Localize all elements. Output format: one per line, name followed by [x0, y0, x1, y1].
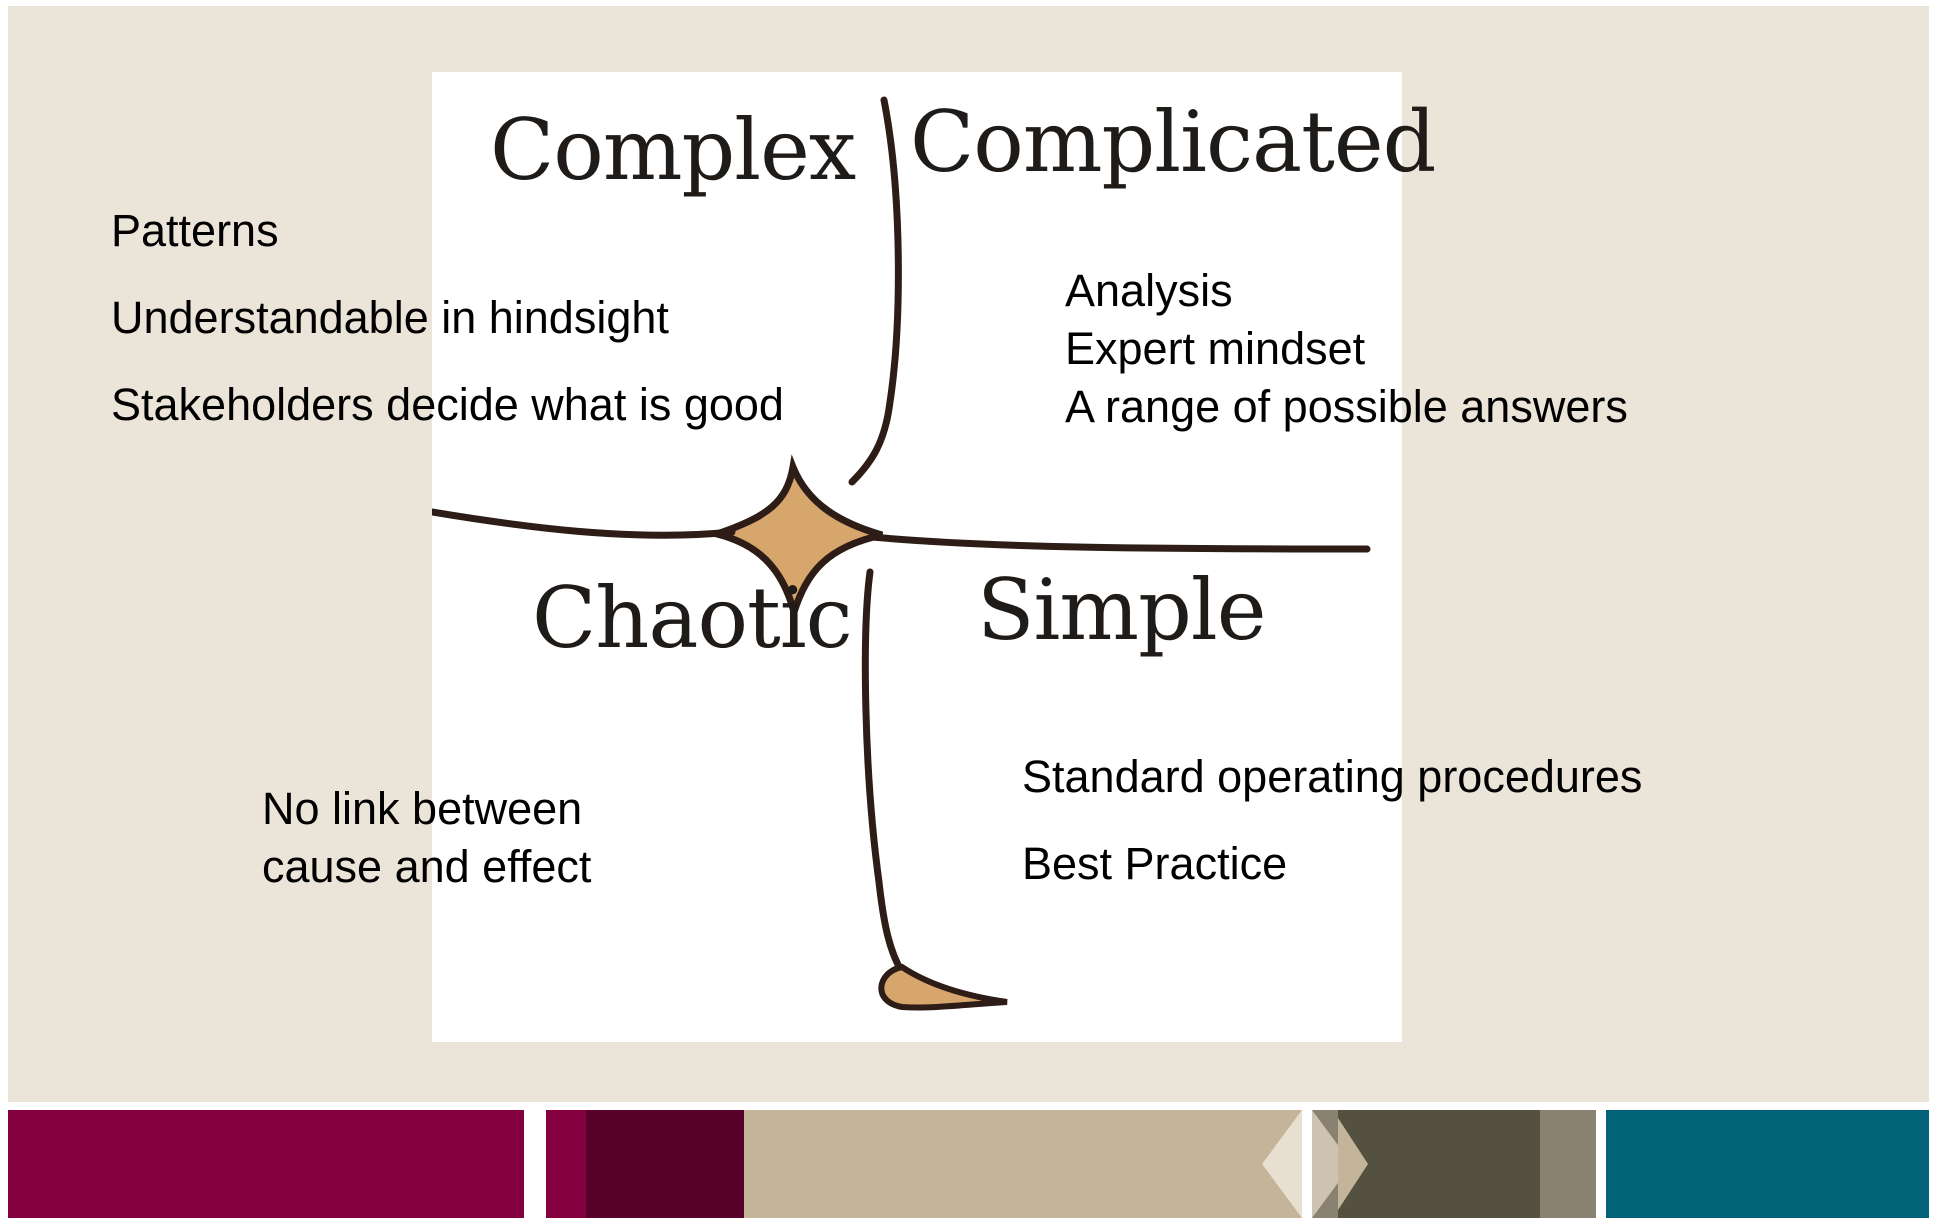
horizontal-line-right: [868, 533, 1371, 553]
slide: Complex Complicated Chaotic Simple Patte…: [8, 6, 1929, 1102]
complex-quadrant-label: Complex: [490, 101, 856, 199]
chaotic-note-line1: No link between: [262, 783, 583, 834]
simple-quadrant-label: Simple: [977, 561, 1266, 659]
band-grey-olive: [1540, 1110, 1596, 1218]
cynefin-diagram: Complex Complicated Chaotic Simple: [432, 72, 1436, 1042]
complicated-note-expert: Expert mindset: [1065, 323, 1366, 374]
vertical-line-top: [848, 96, 902, 486]
chevron-left-icon: [1262, 1110, 1302, 1218]
simple-note-sop: Standard operating procedures: [1022, 751, 1643, 802]
band-dark-olive: [1338, 1110, 1540, 1218]
band-tan: [744, 1110, 1302, 1218]
complex-note-patterns: Patterns: [111, 205, 279, 256]
band-magenta-narrow: [546, 1110, 586, 1218]
cynefin-lines: [432, 96, 1371, 1011]
simple-note-best-practice: Best Practice: [1022, 838, 1288, 889]
complex-note-stakeholders: Stakeholders decide what is good: [111, 379, 784, 430]
bottom-foot: [878, 963, 1008, 1011]
band-magenta-left: [8, 1110, 524, 1218]
complicated-note-range: A range of possible answers: [1065, 381, 1628, 432]
chaotic-note-line2: cause and effect: [262, 841, 592, 892]
band-teal: [1606, 1110, 1929, 1218]
complex-note-hindsight: Understandable in hindsight: [111, 292, 669, 343]
chevron-right-overlay-icon: [1338, 1118, 1368, 1210]
vertical-line-bottom: [861, 568, 906, 976]
horizontal-line-left: [432, 508, 736, 539]
band-dark-maroon: [586, 1110, 744, 1218]
chaotic-quadrant-label: Chaotic: [532, 569, 853, 667]
complicated-quadrant-label: Complicated: [910, 93, 1436, 191]
chevron-right-icon: [1312, 1110, 1352, 1218]
complicated-note-analysis: Analysis: [1065, 265, 1233, 316]
center-shape: [704, 454, 883, 625]
